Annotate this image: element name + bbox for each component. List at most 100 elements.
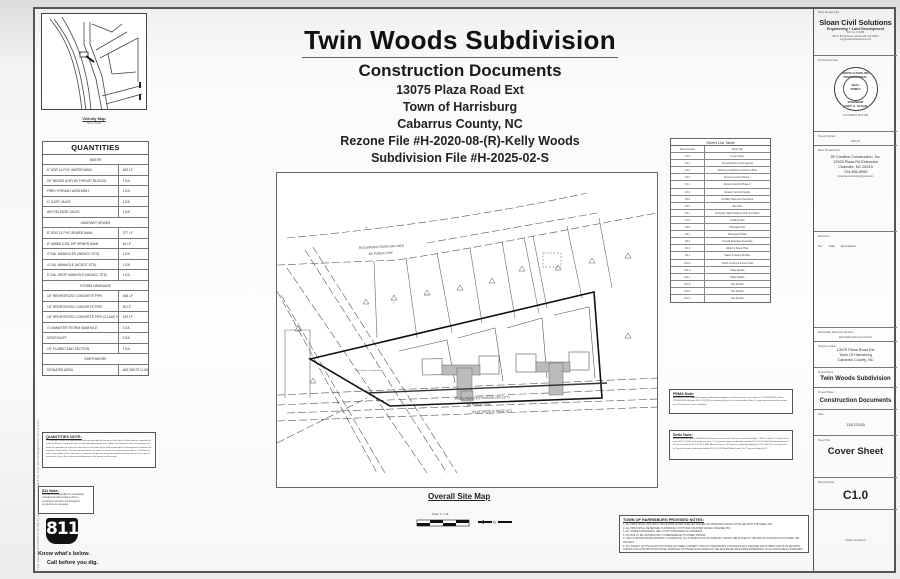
location-cell: Project Location: 13075 Plaza Road Ext T… <box>814 342 897 368</box>
qty-item: 4' DIA. MANHOLES (WSACC STD) <box>43 249 119 259</box>
header-sheet-title: Sheet Title <box>731 148 743 151</box>
sheet-number: C12.2 <box>671 294 705 303</box>
project-name: Twin Woods Subdivision <box>820 376 891 382</box>
plat-reference: (PLAT BOOK 81 PAGE 107) <box>472 409 512 414</box>
seal-number: 058814 <box>850 87 861 91</box>
qty-value: 377 LF <box>122 231 133 235</box>
sheet-title: NCDEQ Sheet and Narrative <box>721 197 754 201</box>
project-number-label: Project Number: <box>818 135 837 138</box>
qty-item: 8" AWWA C151 DIP SEWER MAIN <box>43 238 119 248</box>
qty-value: 1 EA <box>122 178 130 183</box>
site-plan-drawing: ▲△△ ROCKWOOD ROAD (SR-1303) 60' PUBLIC R… <box>277 192 657 474</box>
soils-note-text: As was provided by the USDA Natural Reso… <box>673 438 789 450</box>
firm-name: Sloan Civil Solutions <box>819 18 892 27</box>
north-arrow-icon: N <box>478 520 512 525</box>
table-row: 4' DIA. MANHOLES (WSACC STD)1 EA <box>43 249 148 260</box>
revision-description-header: Description <box>841 244 857 248</box>
section-sanitary-sewer: SANITARY SEWER <box>43 218 148 228</box>
sheet-title: Driveway Sight Distance Plan & Profiles <box>715 211 760 215</box>
harrisburg-note-item: 2. ALL PIPES SHALL BE BEDDED ACCORDINGLY… <box>623 526 732 530</box>
sheet-number: C12.1 <box>671 287 705 294</box>
svg-text:△: △ <box>392 300 395 304</box>
vicinity-map <box>41 13 147 110</box>
qty-item: 4' DIAMETER STORM MANHOLE <box>43 322 119 332</box>
document-subtitle: Construction Documents <box>358 61 562 80</box>
sheet-number-cell: Sheet Number: C1.0 <box>814 478 897 510</box>
sheet-number: C8.0 <box>671 224 705 231</box>
harrisburg-note-item: 1. ALL PIPES SHALL INCLUDE A TRACE WIRE … <box>623 523 773 526</box>
site-map-caption: Overall Site Map <box>428 492 491 501</box>
seal-state: NORTH CAROLINA <box>841 71 870 75</box>
sheet-title: Utility Details <box>730 275 745 279</box>
qty-value: 453 LF <box>122 168 133 172</box>
sheet-number: C9.1 <box>671 252 705 259</box>
project-phase-cell: Project Phase: Construction Documents <box>814 388 897 410</box>
sheet-list-title: Sheet List Table <box>671 139 770 146</box>
qty-value: 1 EA <box>122 325 130 330</box>
seal-name: CORY A. SLOAN <box>843 104 868 108</box>
sheet-number: C9.0 <box>671 245 705 252</box>
revisions-cell: Revisions: No. Date Description <box>814 232 897 328</box>
professional-seal: NORTH CAROLINA PROFESSIONAL SEAL 058814 … <box>833 67 878 111</box>
prepared-by-label: Plans Prepared By: <box>818 11 840 14</box>
qty-item: 18" REINFORCED CONCRETE PIPE (CLASS IV) <box>43 312 119 322</box>
harrisburg-note-item: 4. NO PIPE TO BE CROSSED WITH INTERFEREN… <box>623 533 706 537</box>
sheet-title: Drainage Profiles <box>727 233 747 237</box>
sheet-title: Site Plan <box>732 204 743 208</box>
sheet-number: C2.1 <box>671 160 705 167</box>
location-line-3: Cabarrus County, NC <box>837 358 874 362</box>
qty-value: 39 LF <box>122 304 132 309</box>
sheet-number: C3.0 <box>671 167 705 174</box>
qty-item: 8" SDR 21 PVC SEWER MAIN <box>43 228 119 238</box>
project-name-cell: Project Name: Twin Woods Subdivision <box>814 368 897 388</box>
sheet-title: Traffic Control & Detour Plan <box>721 261 754 265</box>
fema-note: FEMA Note: According to the Federal Emer… <box>669 389 793 414</box>
sheet-title: Cover Sheet <box>730 155 745 159</box>
title-block-column: Plans Prepared By: Sloan Civil Solutions… <box>813 8 897 573</box>
sheet-title: Drainage Plan <box>729 226 746 230</box>
seal-cell: Professional Seal: NORTH CAROLINA PROFES… <box>814 56 897 132</box>
parcel-label: Open Space, Common Area <box>355 369 383 372</box>
firm-email: cory@sloancivilsolutions.com <box>839 38 872 41</box>
fema-note-title: FEMA Note: <box>673 392 695 396</box>
municipality-label: Municipality Reference Number: <box>818 331 854 334</box>
municipality-value: Municipality Reference Number <box>838 336 873 339</box>
subdivision-file-line: Subdivision File #H-2025-02-S <box>371 151 549 165</box>
table-row: 5' DIA. DROP MANHOLE (WSACC STD)1 EA <box>43 270 148 281</box>
firm-address: 204 N. Broad Street, Mooresville, NC 286… <box>832 34 879 38</box>
revision-no-header: No. <box>818 244 823 248</box>
table-row: C1.0 Cover Sheet <box>671 153 770 161</box>
location-label: Project Location: <box>818 345 837 348</box>
project-number: 2024-43 <box>851 140 860 143</box>
scale-cell: Scale: As Noted <box>814 510 897 573</box>
fema-note-text: According to the Federal Emergency Manag… <box>673 397 787 406</box>
svg-text:△: △ <box>425 292 428 296</box>
qty-item: 6" SDR 14 PVC WATER MAIN <box>43 165 119 175</box>
sheet-number: C8.2 <box>671 238 705 245</box>
seal-engineer: ENGINEER <box>847 100 864 104</box>
client-address-2: Charlotte, NC 28215 <box>838 165 873 169</box>
qty-item: 15" FLARED END SECTION <box>43 343 119 353</box>
qty-item: 90° BENDS (DIP) W/ THRUST BLOCKS <box>43 175 119 185</box>
location-line-2: Town Of Harrisburg <box>839 353 872 357</box>
project-phase-label: Project Phase: <box>818 391 835 394</box>
scale-label: Scale: 1" = 40' <box>432 513 449 516</box>
harrisburg-note-item: 6. ANY ASPECT OF THE PLANS THAT DOES NOT… <box>623 544 804 552</box>
qty-value: 44 LF <box>122 241 132 246</box>
sheet-number: C1.0 <box>671 153 705 160</box>
town-line: Town of Harrisburg <box>402 100 518 114</box>
